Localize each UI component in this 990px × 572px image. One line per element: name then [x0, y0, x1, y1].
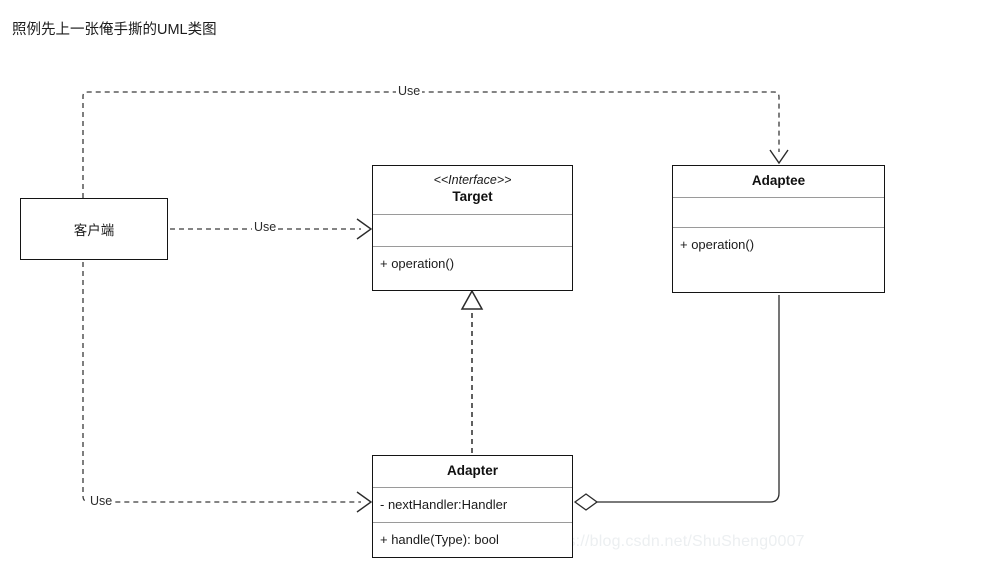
edge-label-client-uses-target: Use: [252, 220, 279, 235]
class-adapter-header: Adapter: [373, 456, 572, 487]
class-adapter-attributes: - nextHandler:Handler: [373, 487, 572, 522]
watermark: https://blog.csdn.net/ShuSheng0007: [540, 533, 805, 550]
class-target-operations: + operation(): [373, 246, 572, 290]
class-adapter-operations: + handle(Type): bool: [373, 522, 572, 558]
class-adaptee-operations: + operation(): [673, 227, 884, 293]
page-title: 照例先上一张俺手撕的UML类图: [12, 22, 217, 38]
class-adapter-name: Adapter: [446, 463, 498, 478]
edge-label-client-uses-adaptee: Use: [396, 84, 423, 99]
uml-class-client[interactable]: 客户端: [20, 198, 168, 260]
class-adaptee-name: Adaptee: [751, 173, 806, 188]
class-client-header: 客户端: [21, 199, 167, 259]
edge-adapter-aggregates-adaptee: [573, 295, 780, 511]
edge-adapter-implements-target: [460, 289, 484, 453]
class-target-stereotype: <<Interface>>: [433, 173, 512, 187]
class-adaptee-header: Adaptee: [673, 166, 884, 197]
class-target-name: Target: [452, 189, 493, 204]
class-target-attributes: [373, 214, 572, 246]
class-adapter-attribute-0: - nextHandler:Handler: [380, 497, 508, 512]
class-target-operation-0: + operation(): [380, 256, 455, 271]
edge-client-uses-target: [170, 218, 373, 240]
uml-class-adapter[interactable]: Adapter - nextHandler:Handler + handle(T…: [372, 455, 573, 558]
class-target-header: <<Interface>> Target: [373, 166, 572, 214]
class-client-name: 客户端: [73, 223, 115, 238]
edge-client-uses-adapter: [82, 262, 373, 513]
class-adaptee-operation-0: + operation(): [680, 237, 755, 252]
uml-class-adaptee[interactable]: Adaptee + operation(): [672, 165, 885, 293]
edge-client-uses-adaptee: [82, 91, 789, 198]
uml-class-target[interactable]: <<Interface>> Target + operation(): [372, 165, 573, 291]
edge-label-client-uses-adapter: Use: [88, 494, 115, 509]
class-adapter-operation-0: + handle(Type): bool: [380, 532, 499, 547]
class-adaptee-attributes: [673, 197, 884, 227]
